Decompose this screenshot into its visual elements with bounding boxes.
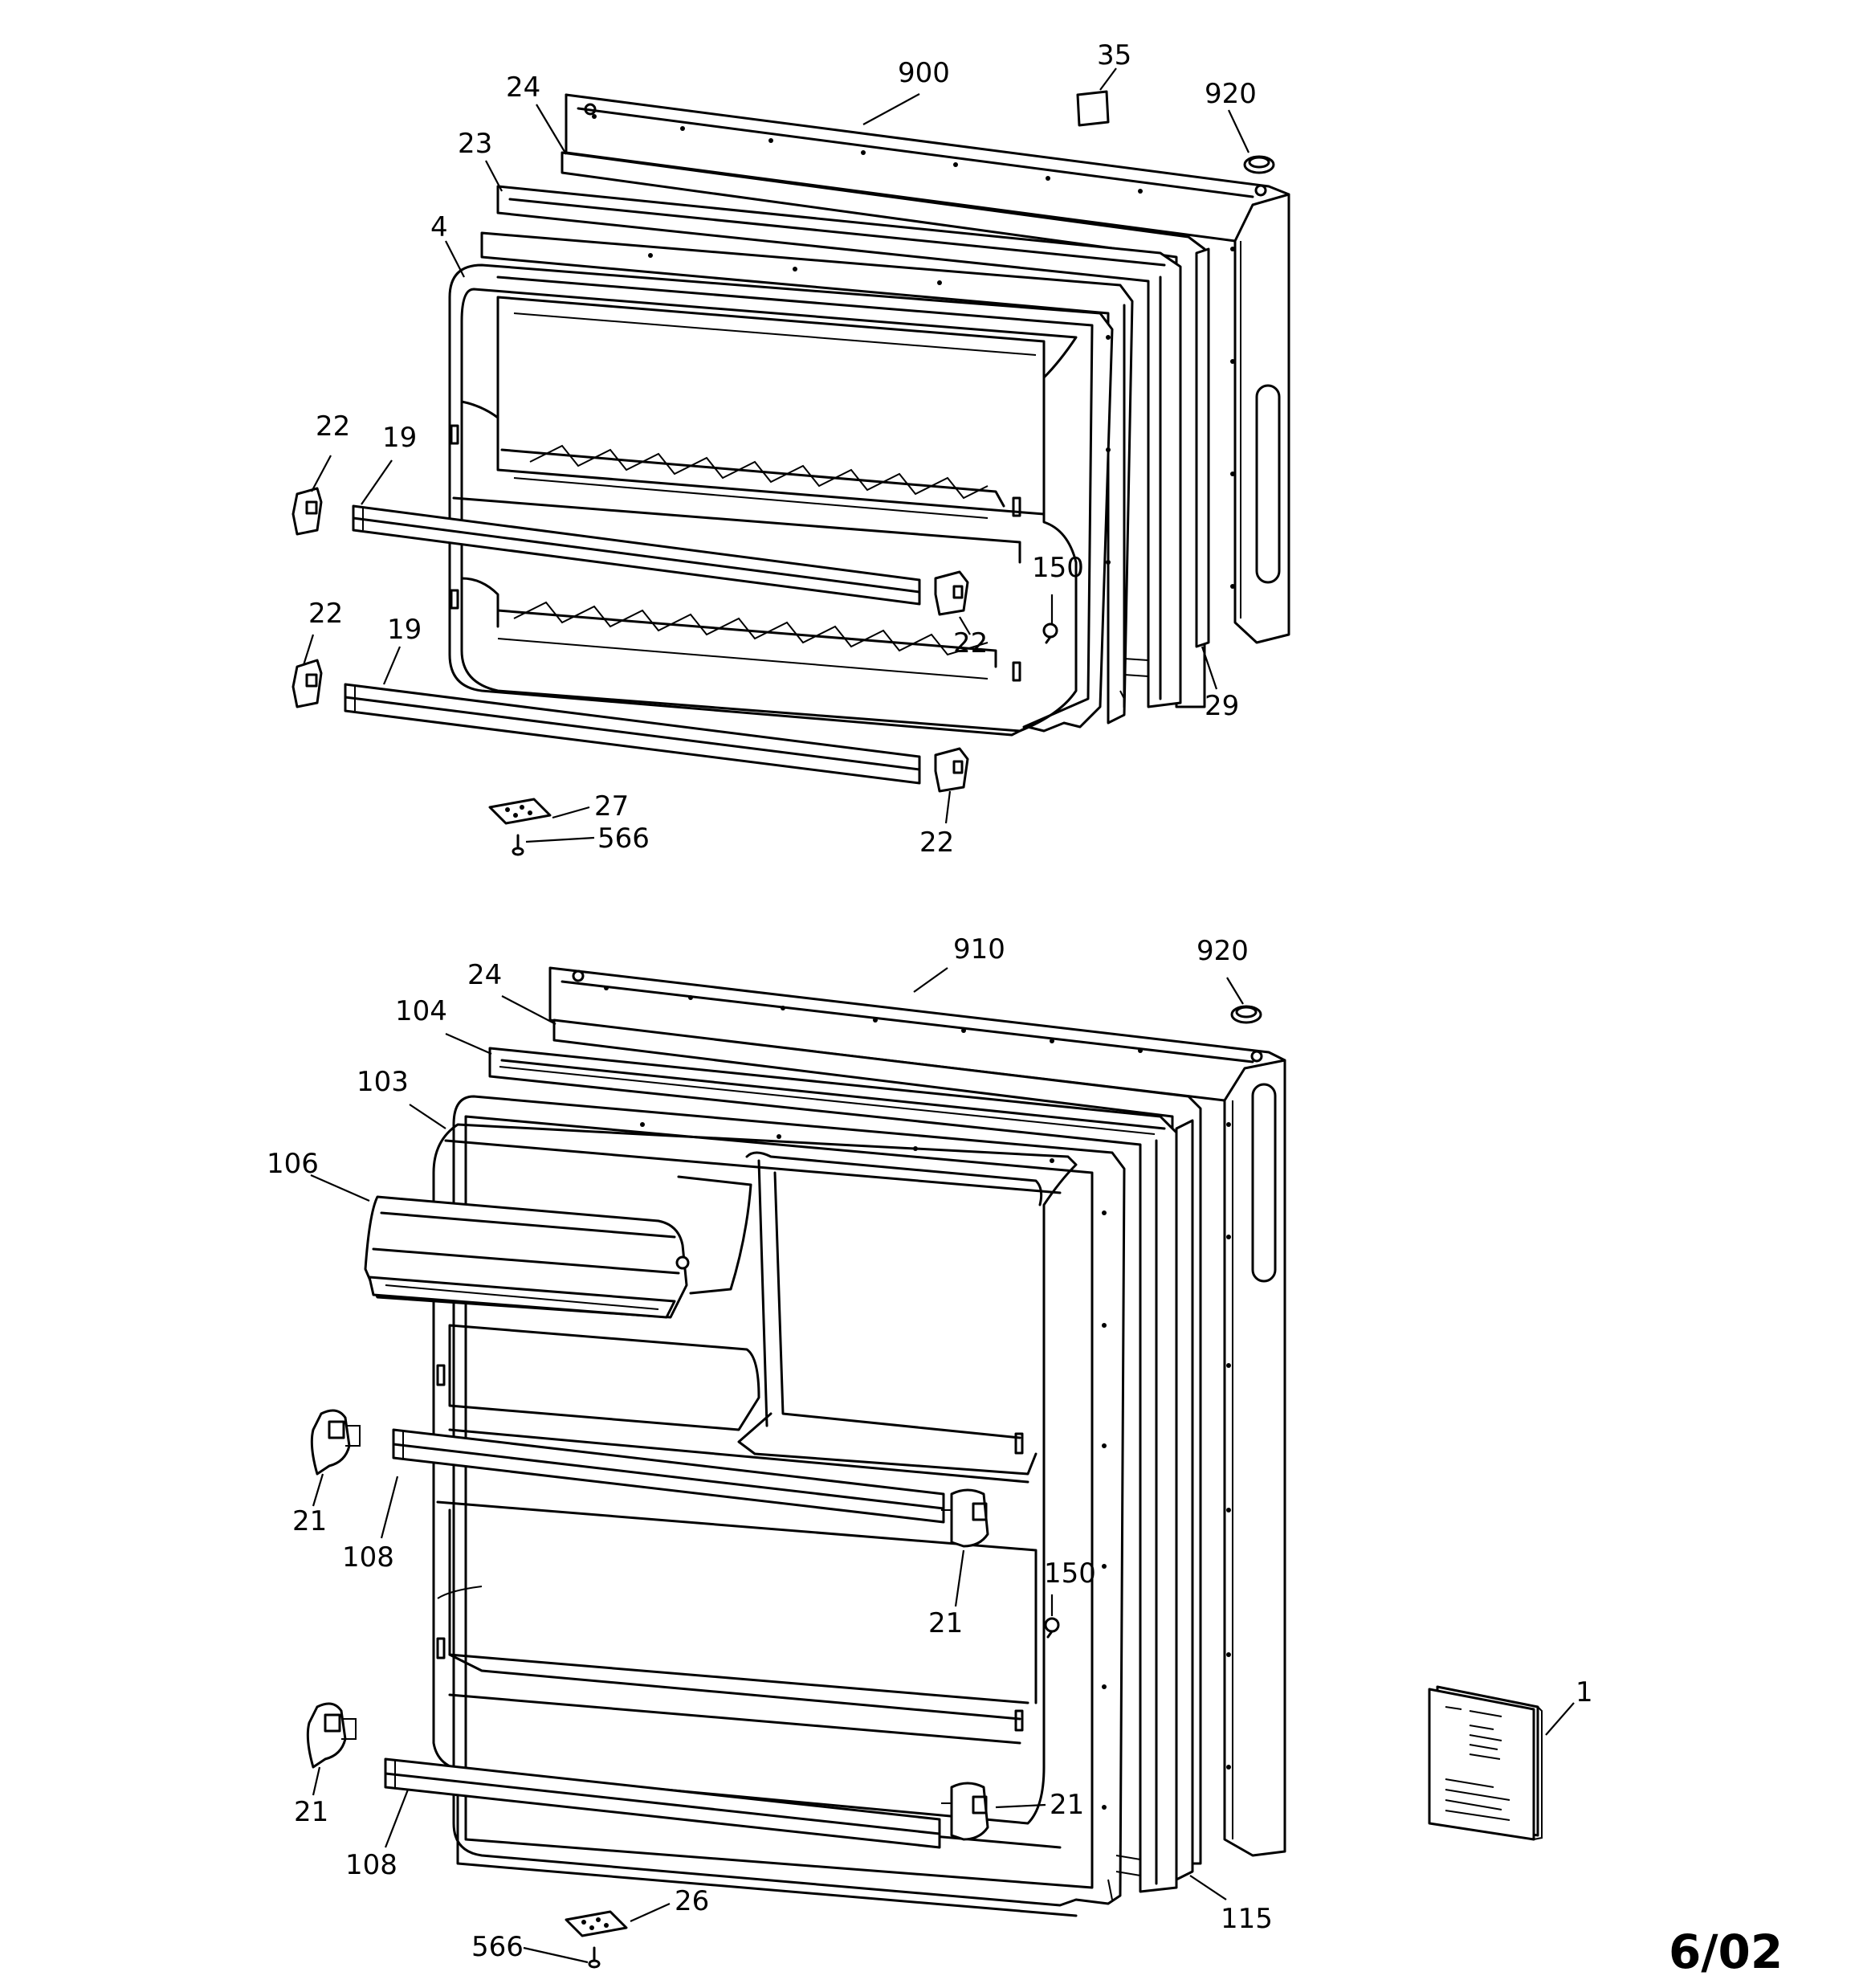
- callout-566-lower: 566: [471, 1931, 524, 1963]
- callout-23: 23: [458, 128, 492, 160]
- screw-150-upper: [1042, 623, 1058, 644]
- date-stamp: 6/02: [1669, 1925, 1783, 1979]
- screw-566-upper: [512, 834, 524, 856]
- callout-108-upper: 108: [342, 1541, 394, 1574]
- callout-108-lower: 108: [345, 1849, 397, 1881]
- callout-24-upper: 24: [506, 71, 540, 104]
- door-shelf-bar-19-upper: [352, 504, 921, 606]
- callout-21-d: 21: [294, 1796, 328, 1828]
- shelf-end-cap-21-a: [310, 1409, 361, 1476]
- screw-150-lower: [1044, 1617, 1060, 1639]
- fresh-food-gasket-frames: [488, 1018, 1202, 1893]
- callout-900: 900: [898, 57, 950, 89]
- callout-labels: 900 35 920 24 23 4 22 19 150 22 22 19 29…: [267, 39, 1593, 1963]
- door-shelf-bar-108-lower: [384, 1757, 941, 1849]
- callout-103: 103: [357, 1066, 409, 1098]
- callout-104: 104: [395, 995, 447, 1027]
- callout-22-b: 22: [953, 627, 988, 659]
- callout-21-a: 21: [292, 1505, 327, 1537]
- callout-19-lower: 19: [387, 614, 422, 646]
- callout-19-upper: 19: [382, 422, 417, 454]
- gasket-strip-115: [1175, 1119, 1194, 1881]
- callout-150-upper: 150: [1032, 552, 1084, 584]
- hinge-plate-26: [565, 1910, 628, 1937]
- callout-150-lower: 150: [1044, 1557, 1096, 1590]
- callout-566-upper: 566: [597, 823, 650, 855]
- callout-26: 26: [675, 1885, 709, 1917]
- door-shelf-bar-108-upper: [392, 1428, 945, 1524]
- shelf-end-cap-21-d: [941, 1782, 989, 1841]
- screw-566-lower: [588, 1946, 601, 1969]
- callout-920-lower: 920: [1196, 935, 1249, 967]
- shelf-end-cap-21-b: [941, 1488, 989, 1548]
- fresh-food-door-assembly: [306, 966, 1286, 1969]
- freezer-door-gasket-frames: [480, 151, 1206, 725]
- door-shelf-bar-19-lower: [344, 683, 921, 785]
- callout-21-c: 21: [1050, 1789, 1084, 1821]
- callout-22-a: 22: [316, 410, 350, 443]
- hinge-plate-27: [488, 798, 552, 825]
- plug-920-upper: [1243, 155, 1275, 174]
- freezer-door-assembly: [291, 90, 1290, 856]
- callout-22-c: 22: [308, 598, 343, 630]
- shelf-end-cap-22-b: [934, 570, 969, 616]
- shelf-end-cap-22-d: [934, 747, 969, 793]
- callout-920-upper: 920: [1205, 78, 1257, 110]
- callout-27: 27: [594, 790, 629, 823]
- callout-24-lower: 24: [467, 959, 502, 991]
- shelf-end-cap-22-c: [291, 659, 323, 708]
- nameplate-35: [1076, 90, 1110, 127]
- shelf-end-cap-21-c: [306, 1702, 357, 1769]
- callout-1: 1: [1576, 1676, 1593, 1708]
- callout-29: 29: [1205, 690, 1239, 722]
- freezer-inner-door-liner-4: [448, 253, 1149, 737]
- callout-910: 910: [953, 933, 1005, 965]
- plug-920-lower: [1230, 1005, 1262, 1024]
- dairy-door-106: [364, 1175, 752, 1319]
- shelf-end-cap-22-a: [291, 487, 323, 536]
- callout-22-d: 22: [919, 827, 954, 859]
- callout-115: 115: [1221, 1903, 1273, 1935]
- callout-35: 35: [1097, 39, 1131, 71]
- callout-106: 106: [267, 1148, 319, 1180]
- gasket-strip-29: [1195, 247, 1210, 648]
- callout-21-b: 21: [928, 1607, 963, 1639]
- leader-lines: [302, 67, 1575, 1964]
- callout-4: 4: [430, 211, 448, 243]
- owners-manual-1: [1428, 1685, 1543, 1841]
